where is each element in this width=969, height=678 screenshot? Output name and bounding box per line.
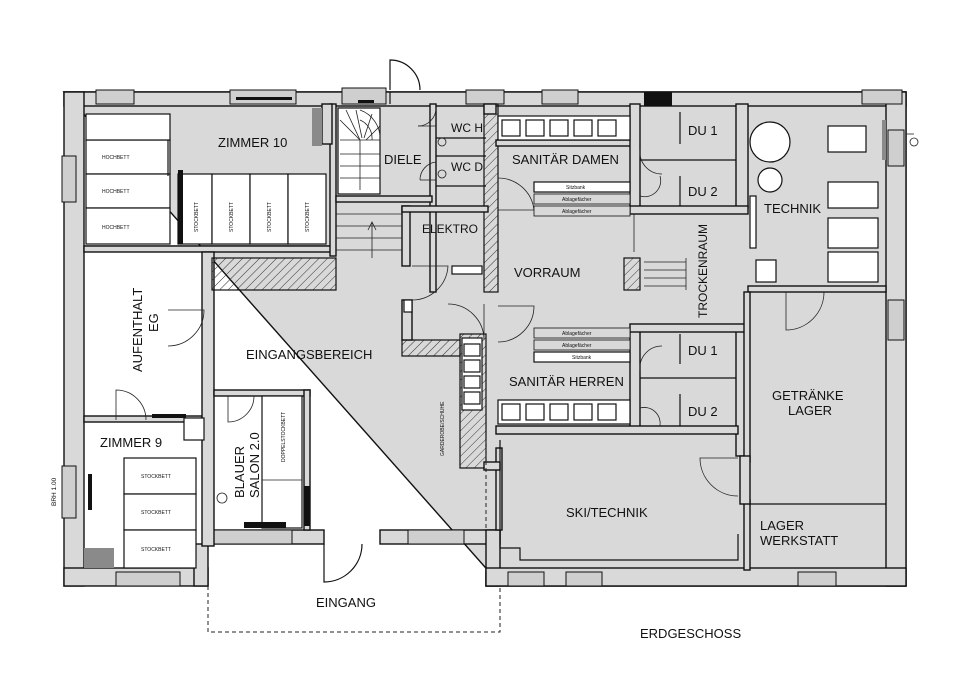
sitzbank-label: Sitzbank [572, 355, 592, 361]
room-getraenke-line2: LAGER [788, 403, 832, 418]
ablage-top: Sitzbank Ablagefächer Ablagefächer [533, 181, 631, 217]
zimmer10-beds [85, 108, 327, 245]
room-blauer-line2: SALON 2.0 [247, 432, 262, 498]
hochbett-label: HOCHBETT [102, 189, 130, 195]
room-aufenthalt-line1: AUFENTHALT [130, 288, 145, 372]
room-wc-h: WC H [451, 121, 483, 135]
room-sanitaer-damen: SANITÄR DAMEN [512, 152, 619, 167]
stockbett-label: STOCKBETT [267, 202, 273, 232]
room-zimmer10: ZIMMER 10 [218, 135, 287, 150]
ablagefaecher-label: Ablagefächer [562, 197, 592, 203]
blauer-salon-furniture: DOPPELSTOCKBETT [216, 395, 310, 529]
technik-equipment [749, 120, 919, 283]
room-technik: TECHNIK [764, 201, 821, 216]
hochbett-label: HOCHBETT [102, 225, 130, 231]
elektro-fixtures [403, 265, 483, 313]
room-eingang: EINGANG [316, 595, 376, 610]
sanitaer-fixtures [437, 115, 631, 425]
entrance-canopy [207, 440, 501, 633]
hochbett-label: HOCHBETT [102, 155, 130, 161]
room-labels: ZIMMER 10 DIELE WC H WC D SANITÄR DAMEN … [51, 121, 844, 610]
spiral-staircase [337, 107, 381, 195]
room-getraenke-line1: GETRÄNKE [772, 388, 844, 403]
stockbett-label: STOCKBETT [141, 510, 171, 516]
garderobe: GARDEROBE/SCHUHE [440, 337, 483, 456]
room-du1-top: DU 1 [688, 123, 718, 138]
room-sanitaer-herren: SANITÄR HERREN [509, 374, 624, 389]
ablagefaecher-label: Ablagefächer [562, 331, 592, 337]
ablagefaecher-label: Ablagefächer [562, 209, 592, 215]
stockbett-label: STOCKBETT [305, 202, 311, 232]
room-zimmer9: ZIMMER 9 [100, 435, 162, 450]
room-ski-technik: SKI/TECHNIK [566, 505, 648, 520]
stockbett-label: STOCKBETT [141, 547, 171, 553]
room-aufenthalt-line2: EG [146, 313, 161, 332]
zimmer9-beds: STOCKBETT STOCKBETT STOCKBETT [84, 414, 205, 569]
stockbett-label: STOCKBETT [141, 474, 171, 480]
ablage-bottom: Ablagefächer Ablagefächer Sitzbank [533, 327, 631, 363]
garderobe-label: GARDEROBE/SCHUHE [440, 401, 446, 456]
zimmer10-bed-labels: HOCHBETT HOCHBETT HOCHBETT STOCKBETT STO… [102, 155, 311, 232]
room-eingangsbereich: EINGANGSBEREICH [246, 347, 372, 362]
room-blauer-line1: BLAUER [232, 446, 247, 498]
sitzbank-label: Sitzbank [566, 185, 586, 191]
plan-title: ERDGESCHOSS [640, 626, 741, 641]
ablagefaecher-label: Ablagefächer [562, 343, 592, 349]
room-du1-bottom: DU 1 [688, 343, 718, 358]
room-du2-top: DU 2 [688, 184, 718, 199]
room-trockenraum: TROCKENRAUM [696, 224, 710, 318]
doppelstockbett-label: DOPPELSTOCKBETT [281, 412, 287, 462]
room-elektro: ELEKTRO [422, 222, 478, 236]
brh-label: BRH 1.00 [51, 477, 58, 506]
room-vorraum: VORRAUM [514, 265, 580, 280]
stockbett-label: STOCKBETT [229, 202, 235, 232]
room-du2-bottom: DU 2 [688, 404, 718, 419]
trockenraum-rack [644, 258, 687, 290]
room-wc-d: WC D [451, 160, 483, 174]
room-lager-line1: LAGER [760, 518, 804, 533]
stockbett-label: STOCKBETT [194, 202, 200, 232]
room-diele: DIELE [384, 152, 422, 167]
doors [115, 59, 825, 583]
windows [61, 87, 905, 587]
room-lager-line2: WERKSTATT [760, 533, 838, 548]
